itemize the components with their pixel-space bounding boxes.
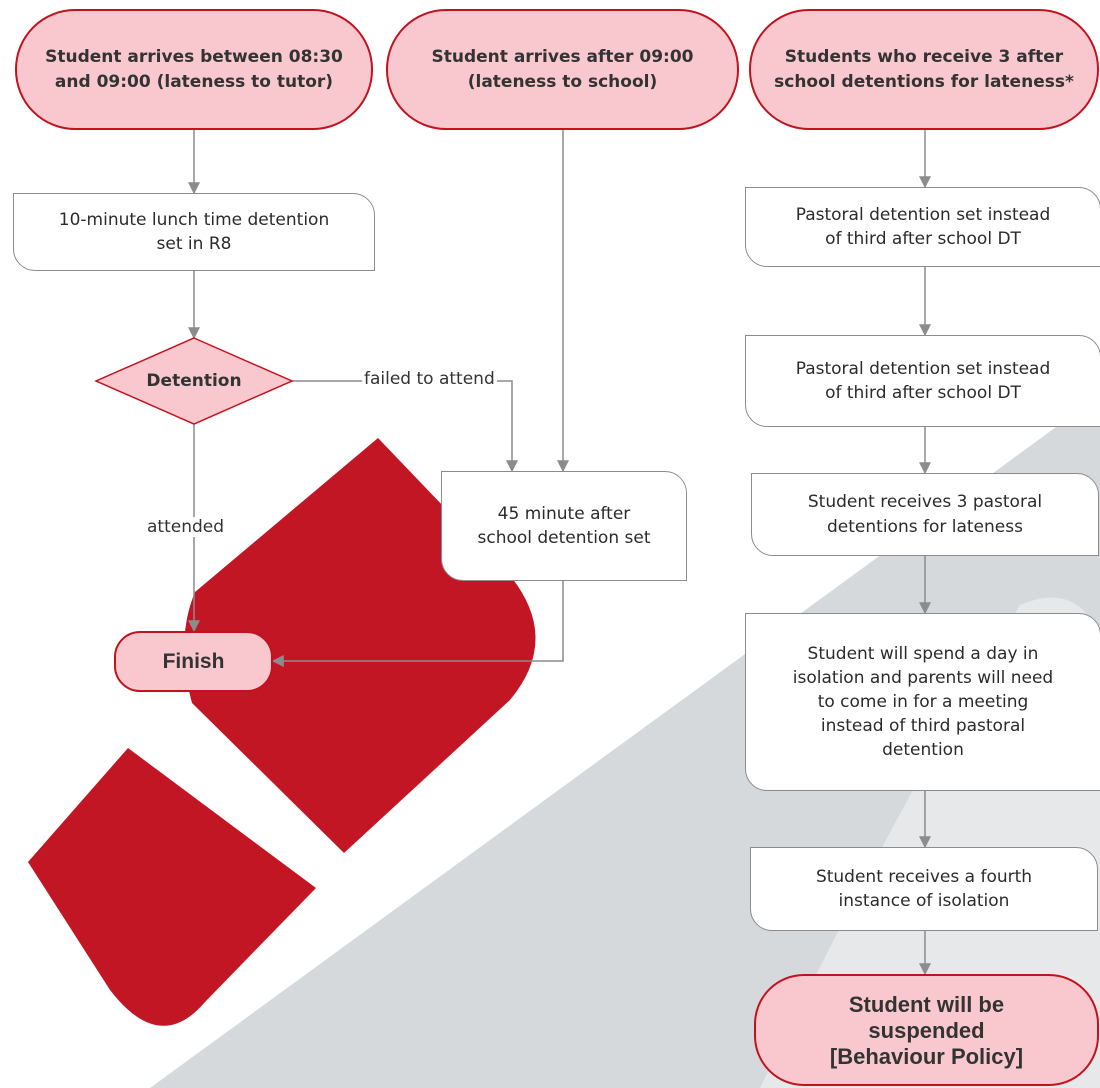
- edge-label-failed-to-attend: failed to attend: [362, 369, 497, 389]
- edge-label-attended: attended: [145, 517, 227, 537]
- start-lateness-to-tutor: Student arrives between 08:30 and 09:00 …: [15, 9, 373, 130]
- after-school-detention-box: 45 minute after school detention set: [441, 471, 687, 581]
- pastoral-detention-box-1: Pastoral detention set instead of third …: [745, 187, 1100, 267]
- start-lateness-to-school: Student arrives after 09:00 (lateness to…: [386, 9, 739, 130]
- isolation-day-box: Student will spend a day in isolation an…: [745, 613, 1100, 791]
- fourth-isolation-box: Student receives a fourth instance of is…: [750, 847, 1098, 931]
- red-ribbon-shape-lower: [28, 748, 316, 1026]
- arrow-failed-to-detention: [292, 380, 518, 473]
- pastoral-detention-box-2: Pastoral detention set instead of third …: [745, 335, 1100, 427]
- arrow-detention-to-finish: [271, 581, 564, 667]
- decision-diamond: [94, 337, 294, 425]
- decision-label: Detention: [146, 371, 242, 391]
- finish-terminal: Finish: [114, 631, 273, 692]
- start-three-after-school-detentions: Students who receive 3 after school dete…: [749, 9, 1099, 130]
- three-pastoral-detentions-box: Student receives 3 pastoral detentions f…: [751, 473, 1099, 556]
- suspended-terminal: Student will be suspended [Behaviour Pol…: [754, 974, 1099, 1086]
- lunch-detention-box: 10-minute lunch time detention set in R8: [13, 193, 375, 271]
